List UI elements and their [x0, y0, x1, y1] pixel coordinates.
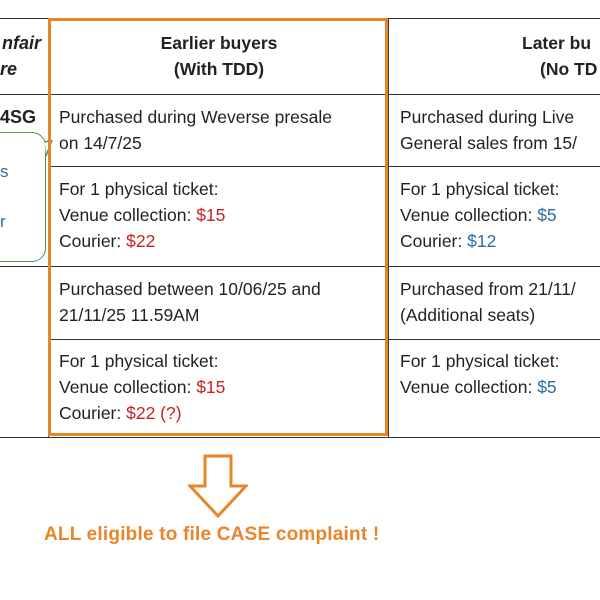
venue-price: $15	[196, 377, 226, 397]
later-header-line1: Later bu	[522, 33, 592, 53]
courier-label: Courier:	[59, 403, 127, 423]
left-header-line1: nfair	[2, 33, 42, 53]
earlier-row4-courier: Courier: $22 (?)	[59, 400, 182, 426]
venue-price: $5	[537, 377, 557, 397]
speech-bubble	[0, 132, 46, 262]
earlier-row2-courier: Courier: $22	[59, 228, 155, 254]
later-row3-line2: (Additional seats)	[400, 305, 536, 325]
earlier-column-highlight	[48, 18, 388, 436]
courier-label: Courier:	[59, 231, 127, 251]
earlier-row1-line2: on 14/7/25	[59, 133, 142, 153]
down-arrow-outline-icon	[188, 454, 248, 518]
later-row4-venue: Venue collection: $5	[400, 374, 557, 400]
courier-label: Courier:	[400, 231, 468, 251]
later-row1-line1: Purchased during Live	[400, 107, 575, 127]
bubble-line2: r	[0, 212, 6, 231]
header-bottom-border	[0, 94, 600, 95]
earlier-row4-venue: Venue collection: $15	[59, 374, 225, 400]
later-row2-line1: For 1 physical ticket:	[400, 179, 560, 199]
table-bottom-border	[0, 437, 600, 438]
earlier-row2-line1: For 1 physical ticket:	[59, 179, 219, 199]
later-row2-courier: Courier: $12	[400, 228, 496, 254]
row1-bottom-border	[48, 166, 600, 167]
courier-price: $22	[126, 231, 156, 251]
row2-bottom-border	[0, 266, 600, 267]
row3-bottom-border	[48, 339, 600, 340]
courier-price: $12	[467, 231, 497, 251]
courier-price: $22 (?)	[126, 403, 182, 423]
venue-label: Venue collection:	[59, 377, 197, 397]
venue-label: Venue collection:	[400, 205, 538, 225]
earlier-row1-line1: Purchased during Weverse presale	[59, 107, 333, 127]
venue-label: Venue collection:	[59, 205, 197, 225]
venue-label: Venue collection:	[400, 377, 538, 397]
earlier-row2-venue: Venue collection: $15	[59, 202, 225, 228]
middle-col-divider	[388, 18, 389, 438]
earlier-header-line2: (With TDD)	[173, 59, 265, 79]
later-row2-venue: Venue collection: $5	[400, 202, 557, 228]
left-row1-fragment: 4SG	[0, 107, 37, 127]
bubble-line1: s	[0, 162, 9, 181]
earlier-row3-line2: 21/11/25 11.59AM	[59, 305, 200, 325]
earlier-row4-line1: For 1 physical ticket:	[59, 351, 219, 371]
later-row4-line1: For 1 physical ticket:	[400, 351, 560, 371]
venue-price: $5	[537, 205, 557, 225]
later-header-line2: (No TD	[540, 59, 598, 79]
later-row1-line2: General sales from 15/	[400, 133, 578, 153]
later-row3-line1: Purchased from 21/11/	[400, 279, 576, 299]
complaint-callout: ALL eligible to file CASE complaint !	[44, 524, 380, 545]
earlier-header-line1: Earlier buyers	[160, 33, 278, 53]
left-header-line2: re	[0, 59, 18, 79]
earlier-row3-line1: Purchased between 10/06/25 and	[59, 279, 321, 299]
venue-price: $15	[196, 205, 226, 225]
comparison-table: nfair re 4SG Earlier buyers (With TDD) P…	[0, 18, 600, 438]
